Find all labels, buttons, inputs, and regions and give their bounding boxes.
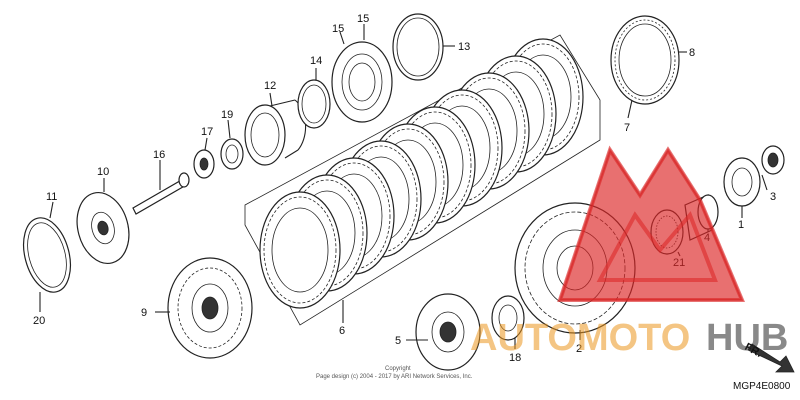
callout-16: 16 — [153, 149, 165, 161]
callout-20: 20 — [33, 315, 45, 327]
callout-1: 1 — [738, 219, 744, 231]
callout-11: 11 — [46, 191, 57, 203]
part-lock-nut — [761, 145, 785, 175]
callout-7: 7 — [624, 122, 630, 134]
callout-2: 2 — [576, 343, 582, 355]
part-washer-19 — [220, 138, 244, 170]
part-judder-spring — [331, 41, 393, 123]
part-small-gear — [193, 149, 215, 179]
copyright-line2: Page design (c) 2004 - 2017 by ARI Netwo… — [316, 374, 473, 380]
callout-14: 14 — [310, 55, 322, 67]
callout-18: 18 — [509, 352, 521, 364]
callout-8: 8 — [689, 47, 695, 59]
callout-12: 12 — [264, 80, 276, 92]
watermark-text-hub: HUB — [706, 317, 788, 359]
watermark-text-automoto: AUTOMOTO — [470, 317, 690, 359]
callout-numbers: 13 8 7 12 14 15 15 16 17 19 10 11 20 9 6… — [33, 13, 776, 364]
assembly-outline — [244, 34, 601, 326]
callout-15-b: 15 — [357, 13, 369, 25]
callout-5: 5 — [395, 335, 401, 347]
callout-19: 19 — [221, 109, 233, 121]
callout-6: 6 — [339, 325, 345, 337]
leader-lines — [39, 24, 768, 349]
clutch-plate-stack — [259, 38, 584, 309]
part-drive-gear — [415, 293, 481, 371]
part-push-rod — [132, 172, 190, 215]
part-sleeve — [244, 99, 307, 166]
callout-17: 17 — [201, 126, 213, 138]
copyright-line1: Copyright — [385, 366, 411, 372]
callout-3: 3 — [770, 191, 776, 203]
part-ring-14 — [297, 79, 331, 129]
callout-13: 13 — [458, 41, 470, 53]
callout-9: 9 — [141, 307, 147, 319]
part-clutch-center — [167, 257, 253, 359]
diagram-code: MGP4E0800 — [733, 381, 791, 392]
part-wire-ring — [22, 217, 72, 293]
part-wire-ring-13 — [392, 13, 444, 81]
clutch-plate — [259, 191, 341, 309]
part-pressure-plate — [76, 192, 130, 264]
part-clutch-outer-ring — [610, 15, 680, 105]
part-hub — [723, 157, 761, 207]
callout-15-a: 15 — [332, 23, 344, 35]
callout-10: 10 — [97, 166, 109, 178]
watermark-logo — [557, 145, 746, 302]
part-thrust-washer — [491, 295, 525, 341]
